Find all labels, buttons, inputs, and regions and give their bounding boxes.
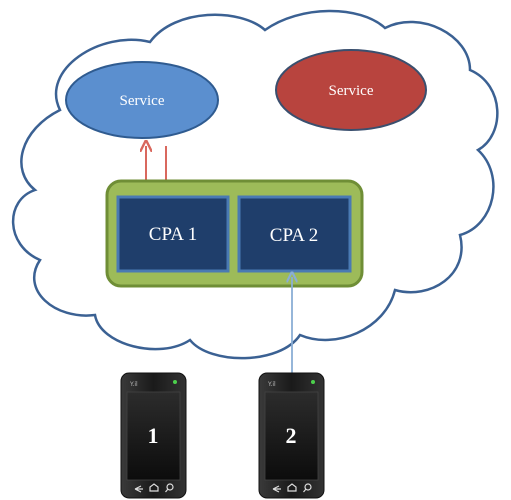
home-icon [287,483,297,492]
cpa-box-1: CPA 1 [116,195,230,273]
phone-2: Y.il 2 [258,372,325,499]
search-icon [304,483,312,491]
service-node-2: Service [275,49,427,131]
search-icon [166,483,174,491]
phone-screen [126,391,181,481]
cpa-box-2: CPA 2 [237,195,352,273]
service-label-2: Service [329,83,374,99]
phone-screen [264,391,319,481]
phone-label-2: 2 [286,423,297,448]
cpa-label-2: CPA 2 [270,225,318,246]
svg-text:Y.il: Y.il [267,381,276,388]
service-label-1: Service [120,93,165,109]
led-icon [311,380,315,384]
cpa-label-1: CPA 1 [149,224,197,245]
phone-label-1: 1 [148,423,159,448]
led-icon [173,380,177,384]
service-node-1: Service [65,61,219,139]
phone-1: Y.il 1 [120,372,187,499]
back-icon [134,485,143,493]
svg-text:Y.il: Y.il [129,381,138,388]
home-icon [149,483,159,492]
back-icon [272,485,281,493]
